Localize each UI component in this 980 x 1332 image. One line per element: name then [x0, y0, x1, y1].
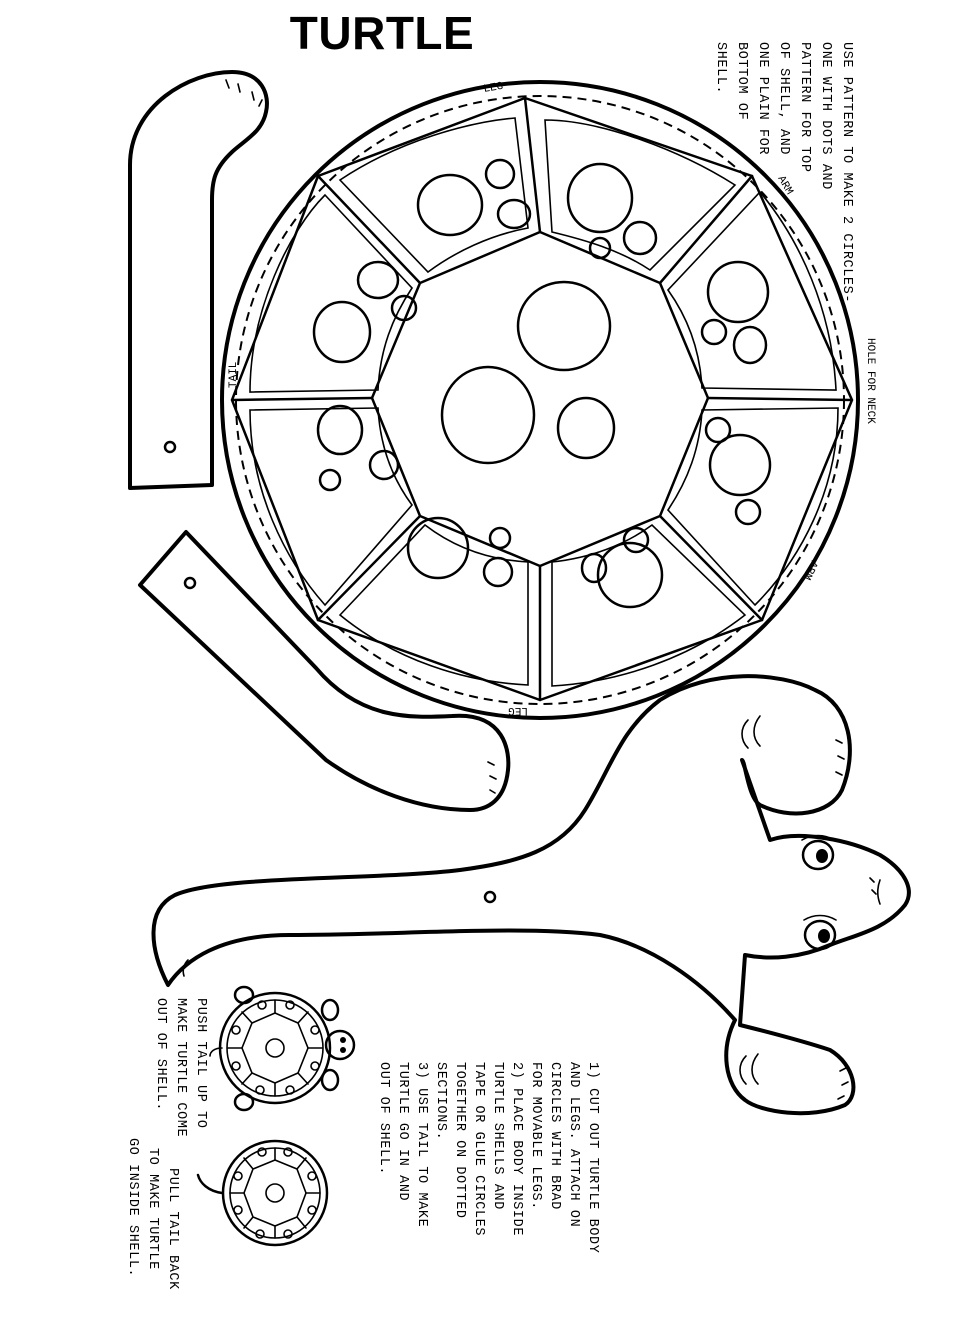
svg-text:SECTIONS.: SECTIONS. [433, 1062, 448, 1140]
svg-text:2) PLACE BODY INSIDE: 2) PLACE BODY INSIDE [509, 1062, 524, 1236]
svg-text:MAKE TURTLE COME: MAKE TURTLE COME [173, 998, 188, 1137]
page-title: TURTLE [289, 7, 475, 59]
label-leg-top: LEG [483, 81, 505, 96]
instructions: 1) CUT OUT TURTLE BODY AND LEGS. ATTACH … [376, 1062, 600, 1253]
label-leg-bottom: LEG [508, 704, 528, 716]
label-hole-for-neck: HOLE FOR NECK [864, 338, 876, 424]
svg-text:OF SHELL, AND: OF SHELL, AND [776, 42, 791, 155]
svg-text:TOGETHER ON DOTTED: TOGETHER ON DOTTED [452, 1062, 467, 1219]
push-note: PUSH TAIL UP TO MAKE TURTLE COME OUT OF … [153, 998, 208, 1137]
svg-text:USE PATTERN TO MAKE 2 CIRCLES-: USE PATTERN TO MAKE 2 CIRCLES- [839, 42, 854, 303]
svg-text:BOTTOM OF: BOTTOM OF [734, 42, 749, 120]
svg-text:3) USE TAIL TO MAKE: 3) USE TAIL TO MAKE [414, 1062, 429, 1227]
svg-text:PUSH TAIL UP TO: PUSH TAIL UP TO [193, 998, 208, 1129]
label-arm-top: ARM [775, 174, 795, 197]
svg-text:TO MAKE TURTLE: TO MAKE TURTLE [145, 1148, 160, 1270]
svg-text:AND LEGS. ATTACH ON: AND LEGS. ATTACH ON [566, 1062, 581, 1227]
shell-pattern: LEG ARM HOLE FOR NECK ARM LEG TAIL [220, 80, 876, 720]
upper-leg-piece [128, 70, 269, 490]
svg-text:1) CUT OUT TURTLE BODY: 1) CUT OUT TURTLE BODY [585, 1062, 600, 1253]
svg-text:TURTLE GO IN AND: TURTLE GO IN AND [395, 1062, 410, 1201]
svg-text:CIRCLES WITH BRAD: CIRCLES WITH BRAD [547, 1062, 562, 1210]
svg-text:TAPE OR GLUE CIRCLES: TAPE OR GLUE CIRCLES [471, 1062, 486, 1236]
svg-text:ONE PLAIN FOR: ONE PLAIN FOR [755, 42, 770, 155]
pull-note: PULL TAIL BACK TO MAKE TURTLE GO INSIDE … [125, 1138, 180, 1290]
svg-text:GO INSIDE SHELL.: GO INSIDE SHELL. [125, 1138, 140, 1277]
svg-text:OUT OF SHELL.: OUT OF SHELL. [153, 998, 168, 1111]
svg-text:FOR MOVABLE LEGS.: FOR MOVABLE LEGS. [528, 1062, 543, 1210]
svg-text:TURTLE SHELLS AND: TURTLE SHELLS AND [490, 1062, 505, 1210]
svg-text:SHELL.: SHELL. [713, 42, 728, 94]
small-turtle-out-of-shell [209, 985, 356, 1112]
small-turtle-inside-shell [196, 1139, 329, 1247]
svg-text:PULL TAIL BACK: PULL TAIL BACK [165, 1168, 180, 1290]
turtle-body-piece [151, 674, 911, 1116]
svg-text:OUT OF SHELL.: OUT OF SHELL. [376, 1062, 391, 1175]
svg-text:ONE WITH DOTS AND: ONE WITH DOTS AND [818, 42, 833, 190]
svg-text:PATTERN FOR TOP: PATTERN FOR TOP [797, 42, 812, 173]
lower-leg-piece [138, 530, 511, 812]
pattern-note: USE PATTERN TO MAKE 2 CIRCLES- ONE WITH … [713, 42, 854, 303]
label-tail: TAIL [228, 362, 240, 388]
